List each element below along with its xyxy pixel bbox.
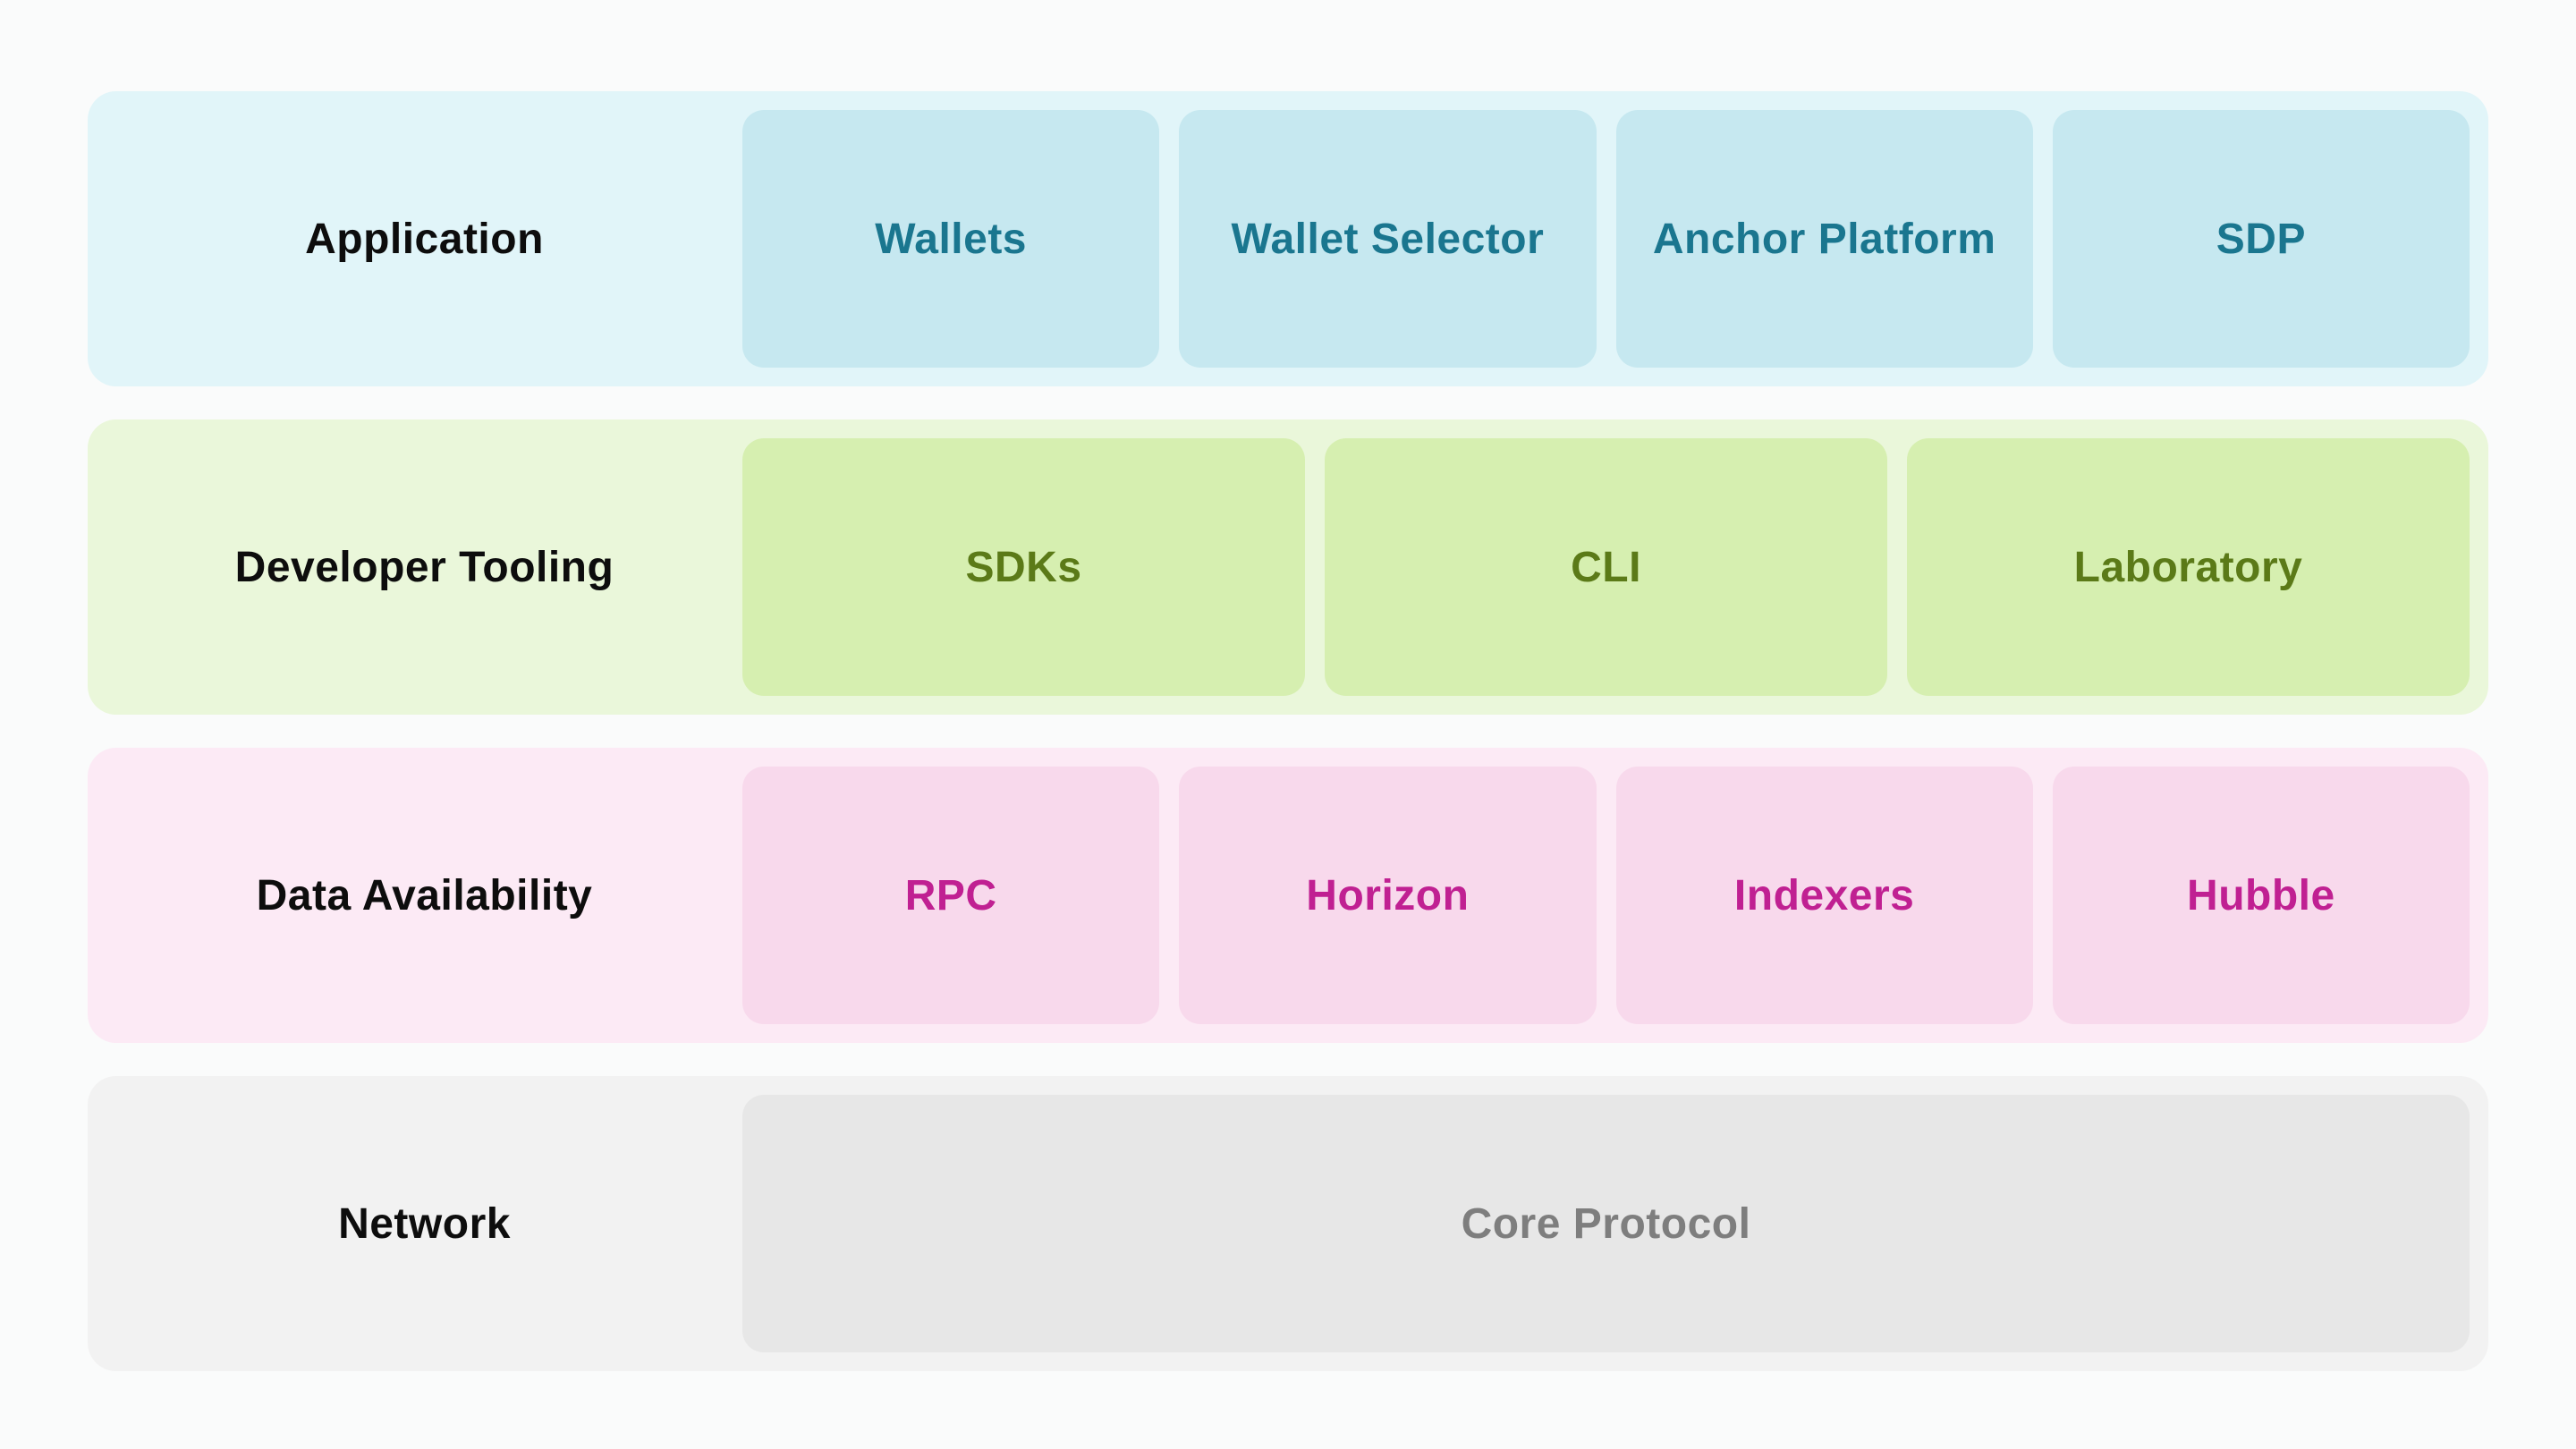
stack-diagram: Application Wallets Wallet Selector Anch… (88, 91, 2488, 1404)
layer-label-data-availability: Data Availability (256, 871, 593, 919)
card-wallet-selector: Wallet Selector (1179, 110, 1597, 368)
layer-cards-application: Wallets Wallet Selector Anchor Platform … (742, 110, 2470, 368)
card-cli: CLI (1325, 438, 1887, 696)
card-core-protocol: Core Protocol (742, 1095, 2470, 1352)
card-hubble: Hubble (2052, 767, 2470, 1024)
card-indexers: Indexers (1615, 767, 2033, 1024)
layer-cards-data-availability: RPC Horizon Indexers Hubble (742, 767, 2470, 1024)
layer-label-developer-tooling: Developer Tooling (234, 543, 614, 591)
card-anchor-platform: Anchor Platform (1615, 110, 2033, 368)
card-horizon: Horizon (1179, 767, 1597, 1024)
layer-cards-developer-tooling: SDKs CLI Laboratory (742, 438, 2470, 696)
card-laboratory: Laboratory (1907, 438, 2470, 696)
layer-label-network: Network (338, 1199, 511, 1248)
layer-band-network: Network Core Protocol (88, 1076, 2488, 1371)
card-rpc: RPC (742, 767, 1160, 1024)
card-sdks: SDKs (742, 438, 1305, 696)
layer-band-data-availability: Data Availability RPC Horizon Indexers H… (88, 748, 2488, 1043)
layer-label-application: Application (305, 215, 544, 263)
layer-cards-network: Core Protocol (742, 1095, 2470, 1352)
card-sdp: SDP (2052, 110, 2470, 368)
card-wallets: Wallets (742, 110, 1160, 368)
layer-band-developer-tooling: Developer Tooling SDKs CLI Laboratory (88, 419, 2488, 715)
layer-band-application: Application Wallets Wallet Selector Anch… (88, 91, 2488, 386)
